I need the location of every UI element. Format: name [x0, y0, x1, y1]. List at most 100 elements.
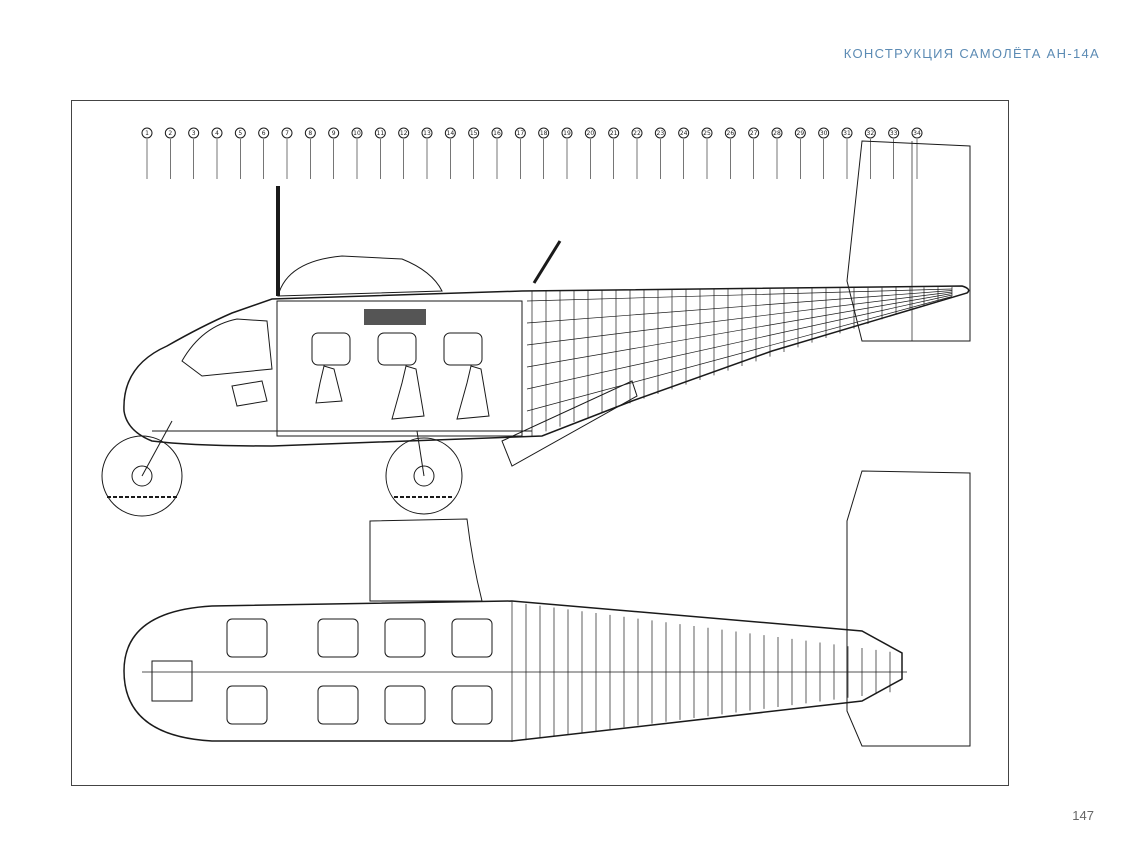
station-marker-label: 6: [262, 130, 266, 137]
station-marker-circle: [491, 127, 503, 139]
station-marker-label: 33: [890, 130, 898, 137]
cabin-window: [377, 332, 417, 366]
seat-top: [226, 618, 268, 658]
station-marker-label: 4: [215, 130, 219, 137]
station-marker-label: 28: [773, 130, 781, 137]
station-marker-label: 32: [867, 130, 875, 137]
station-marker-label: 27: [750, 130, 758, 137]
station-marker-circle: [211, 127, 223, 139]
roof-hatch: [364, 309, 426, 325]
station-marker-circle: [631, 127, 643, 139]
fuselage-plan-outline: [123, 600, 903, 742]
antenna: [532, 240, 562, 284]
stringer-line: [526, 293, 953, 368]
station-marker-circle: [864, 127, 876, 139]
main-gear-strut: [416, 430, 425, 477]
main-wheel-hub: [413, 465, 435, 487]
fuselage-frames: [526, 287, 953, 436]
top-view: [123, 470, 971, 747]
station-marker-label: 2: [168, 130, 172, 137]
plan-frames: [511, 602, 891, 742]
station-marker-circle: [514, 127, 526, 139]
seat-top: [384, 685, 426, 725]
station-marker-label: 13: [423, 130, 431, 137]
cabin-window: [311, 332, 351, 366]
station-marker-circle: [234, 127, 246, 139]
station-marker-circle: [374, 127, 386, 139]
station-marker-circle: [351, 127, 363, 139]
station-marker-circle: [468, 127, 480, 139]
station-marker-circle: [818, 127, 830, 139]
nose-wheel: [101, 435, 183, 517]
seat-top: [451, 618, 493, 658]
stringer-line: [526, 290, 953, 324]
station-marker-label: 24: [680, 130, 688, 137]
station-marker-label: 18: [540, 130, 548, 137]
seat-top: [317, 685, 359, 725]
nose-gear-strut: [141, 420, 173, 477]
station-marker-circle: [911, 127, 923, 139]
station-marker-circle: [398, 127, 410, 139]
page-number: 147: [1072, 808, 1094, 823]
station-marker-circle: [608, 127, 620, 139]
station-marker-label: 17: [517, 130, 525, 137]
stringer-line: [526, 288, 953, 302]
pilot-seat: [231, 380, 268, 407]
station-marker-label: 25: [703, 130, 711, 137]
control-column: [151, 660, 193, 702]
station-marker-circle: [654, 127, 666, 139]
seat: [456, 365, 490, 420]
cabin-section: [276, 300, 523, 437]
station-marker-circle: [701, 127, 713, 139]
station-marker-circle: [771, 127, 783, 139]
station-marker-circle: [258, 127, 270, 139]
nose-wheel-hub: [131, 465, 153, 487]
page-header-title: Конструкция самолёта Ан-14А: [843, 46, 1100, 61]
station-marker-label: 19: [563, 130, 571, 137]
side-view: [101, 140, 971, 517]
station-marker-label: 11: [377, 130, 385, 137]
station-marker-circle: [888, 127, 900, 139]
station-marker-label: 9: [332, 130, 336, 137]
seat: [315, 365, 343, 404]
horizontal-tail: [846, 470, 971, 747]
station-marker-label: 26: [727, 130, 735, 137]
station-marker-circle: [188, 127, 200, 139]
station-marker-label: 8: [308, 130, 312, 137]
station-marker-label: 14: [447, 130, 455, 137]
seat-top: [226, 685, 268, 725]
station-marker-circle: [724, 127, 736, 139]
station-marker-label: 5: [238, 130, 242, 137]
engine-nacelle: [277, 255, 443, 297]
stringer-line: [526, 296, 953, 412]
station-marker-label: 10: [353, 130, 361, 137]
station-marker-label: 16: [493, 130, 501, 137]
stringer-line: [526, 294, 953, 390]
seat-top: [317, 618, 359, 658]
station-marker-label: 15: [470, 130, 478, 137]
cargo-ramp: [501, 380, 638, 467]
wing-root: [369, 518, 483, 602]
station-marker-circle: [164, 127, 176, 139]
vertical-fin: [846, 140, 971, 342]
station-marker-circle: [281, 127, 293, 139]
station-marker-label: 21: [610, 130, 618, 137]
station-marker-circle: [794, 127, 806, 139]
station-marker-circle: [538, 127, 550, 139]
station-marker-label: 22: [633, 130, 641, 137]
station-marker-label: 20: [587, 130, 595, 137]
seat-top: [451, 685, 493, 725]
station-marker-circle: [328, 127, 340, 139]
fuselage-outline: [123, 285, 970, 447]
station-marker-label: 12: [400, 130, 408, 137]
station-marker-label: 31: [843, 130, 851, 137]
station-marker-label: 3: [192, 130, 196, 137]
main-wheel: [385, 437, 463, 515]
station-marker-label: 23: [657, 130, 665, 137]
station-marker-circle: [304, 127, 316, 139]
station-marker-label: 7: [285, 130, 289, 137]
station-marker-circle: [141, 127, 153, 139]
station-marker-label: 1: [145, 130, 149, 137]
